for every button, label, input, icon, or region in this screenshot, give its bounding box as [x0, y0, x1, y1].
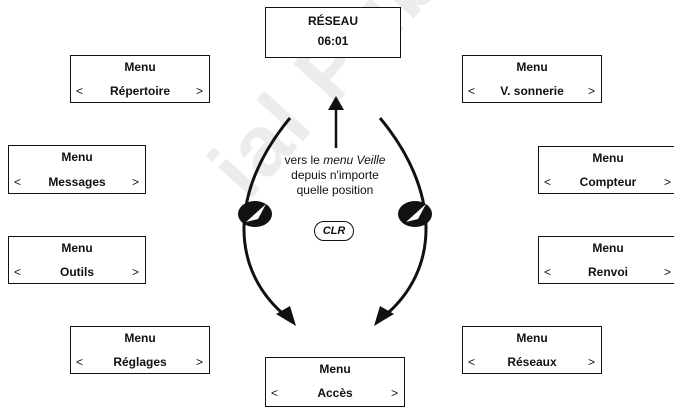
arrow-left-icon: <	[468, 84, 476, 98]
menu-name: Répertoire	[109, 84, 171, 98]
arrow-right-icon: >	[195, 355, 203, 369]
menu-title: Menu	[592, 151, 624, 165]
right-curve-head-icon	[374, 306, 394, 326]
nav-key-right-icon	[398, 201, 432, 227]
standby-screen: RÉSEAU 06:01	[265, 7, 401, 58]
arrow-left-icon: <	[544, 175, 552, 189]
instruction-line-2: depuis n'importe	[291, 168, 379, 182]
arrow-right-icon: >	[131, 175, 139, 189]
network-label: RÉSEAU	[307, 14, 358, 28]
arrow-left-icon: <	[76, 355, 84, 369]
menu-repertoire[interactable]: Menu < Répertoire >	[70, 55, 210, 103]
menu-name: V. sonnerie	[500, 84, 564, 98]
menu-renvoi[interactable]: Menu < Renvoi >	[538, 236, 674, 284]
time-label: 06:01	[317, 34, 349, 48]
arrow-left-icon: <	[14, 265, 22, 279]
menu-messages[interactable]: Menu < Messages >	[8, 145, 146, 194]
center-instruction: vers le menu Veille depuis n'importe que…	[250, 153, 420, 198]
arrow-left-icon: <	[76, 84, 84, 98]
menu-acces[interactable]: Menu < Accès >	[265, 357, 405, 407]
menu-compteur[interactable]: Menu < Compteur >	[538, 146, 674, 194]
menu-title: Menu	[516, 331, 548, 345]
instruction-line-3: quelle position	[296, 183, 374, 197]
menu-reseaux[interactable]: Menu < Réseaux >	[462, 326, 602, 374]
menu-title: Menu	[124, 60, 156, 74]
arrow-right-icon: >	[587, 84, 595, 98]
menu-title: Menu	[319, 362, 351, 376]
arrow-left-icon: <	[271, 386, 279, 400]
arrow-right-icon: >	[663, 265, 671, 279]
menu-outils[interactable]: Menu < Outils >	[8, 236, 146, 284]
arrow-right-icon: >	[390, 386, 398, 400]
menu-name: Accès	[317, 386, 353, 400]
clr-key[interactable]: CLR	[314, 221, 354, 241]
menu-name: Renvoi	[587, 265, 628, 279]
arrow-right-icon: >	[195, 84, 203, 98]
menu-reglages[interactable]: Menu < Réglages >	[70, 326, 210, 374]
menu-name: Compteur	[579, 175, 637, 189]
menu-v-sonnerie[interactable]: Menu < V. sonnerie >	[462, 55, 602, 103]
arrow-right-icon: >	[587, 355, 595, 369]
left-curve-head-icon	[276, 306, 296, 326]
right-curved-arrow	[378, 117, 428, 320]
menu-name: Outils	[59, 265, 94, 279]
menu-title: Menu	[124, 331, 156, 345]
arrow-right-icon: >	[663, 175, 671, 189]
menu-title: Menu	[61, 150, 93, 164]
arrow-right-icon: >	[131, 265, 139, 279]
menu-title: Menu	[592, 241, 624, 255]
arrow-left-icon: <	[14, 175, 22, 189]
instruction-line-1: vers le menu Veille	[284, 153, 386, 167]
menu-name: Messages	[48, 175, 106, 189]
menu-name: Réseaux	[507, 355, 557, 369]
arrow-left-icon: <	[544, 265, 552, 279]
menu-title: Menu	[516, 60, 548, 74]
menu-name: Réglages	[113, 355, 167, 369]
arrow-left-icon: <	[468, 355, 476, 369]
menu-title: Menu	[61, 241, 93, 255]
